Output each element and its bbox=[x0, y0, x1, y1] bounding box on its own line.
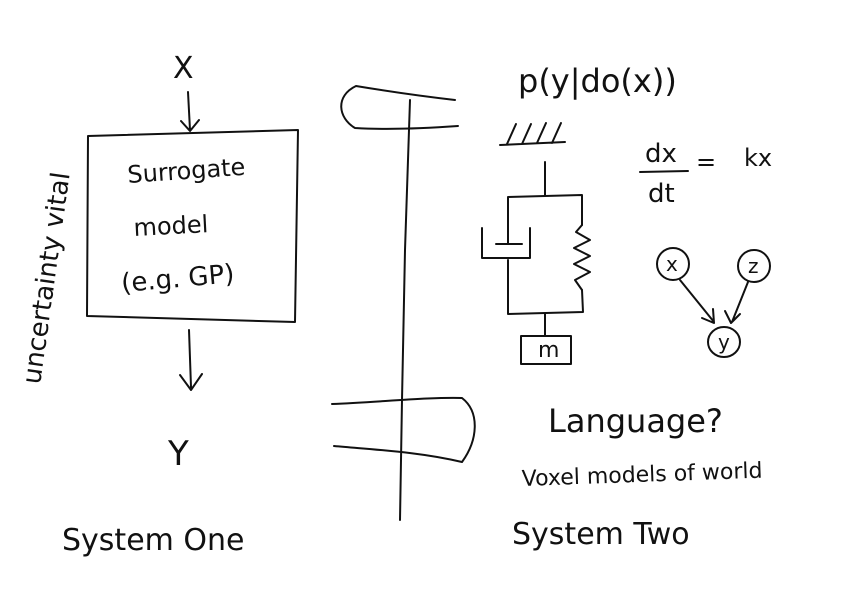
spring-icon bbox=[573, 224, 591, 291]
ode-equals-sign: = bbox=[696, 148, 716, 176]
dag-node-y-label: y bbox=[718, 330, 730, 354]
left-pointing-arrow bbox=[340, 85, 459, 130]
ceiling-hatch bbox=[499, 122, 566, 146]
output-arrow bbox=[179, 329, 203, 391]
system-two-panel: p(y|do(x)) m dx dt = kx x z y bbox=[481, 62, 772, 552]
causal-query-label: p(y|do(x)) bbox=[518, 62, 677, 100]
dag-edge-z-to-y bbox=[724, 281, 749, 324]
system-one-panel: X Surrogate model (e.g. GP) Y uncertaint… bbox=[17, 51, 299, 558]
output-y-label: Y bbox=[167, 434, 189, 474]
dag-node-x-label: x bbox=[666, 252, 678, 276]
mass-block bbox=[520, 335, 572, 365]
center-divider bbox=[331, 85, 476, 521]
ode-rhs: kx bbox=[744, 144, 772, 172]
dag-node-y-circle bbox=[707, 326, 741, 358]
frame bbox=[507, 194, 584, 315]
surrogate-model-box bbox=[86, 129, 299, 323]
ode-equation: dx dt = kx bbox=[639, 139, 772, 209]
voxel-models-label: Voxel models of world bbox=[521, 459, 763, 492]
language-label: Language? bbox=[548, 402, 723, 440]
dag-node-z-label: z bbox=[748, 254, 759, 278]
ode-fraction-bar bbox=[639, 170, 689, 173]
right-pointing-arrow bbox=[331, 396, 476, 463]
dag-node-z-circle bbox=[737, 249, 771, 283]
input-arrow bbox=[180, 91, 200, 132]
mass-spring-damper-diagram: m bbox=[481, 122, 591, 365]
damper-icon bbox=[481, 227, 531, 259]
system-one-caption: System One bbox=[62, 523, 245, 558]
ode-denominator: dt bbox=[648, 179, 675, 209]
surrogate-label: Surrogate bbox=[126, 153, 246, 189]
ode-numerator: dx bbox=[645, 139, 677, 169]
surrogate-example-label: (e.g. GP) bbox=[120, 259, 236, 299]
input-x-label: X bbox=[173, 51, 194, 86]
causal-dag: x z y bbox=[656, 247, 771, 358]
mass-label: m bbox=[538, 338, 559, 363]
divider-line bbox=[399, 99, 411, 521]
dag-edge-x-to-y bbox=[679, 279, 715, 324]
dag-node-x-circle bbox=[656, 247, 690, 281]
surrogate-model-label: model bbox=[133, 210, 209, 242]
uncertainty-side-label: uncertainty vital bbox=[17, 170, 76, 386]
system-two-caption: System Two bbox=[512, 517, 690, 552]
